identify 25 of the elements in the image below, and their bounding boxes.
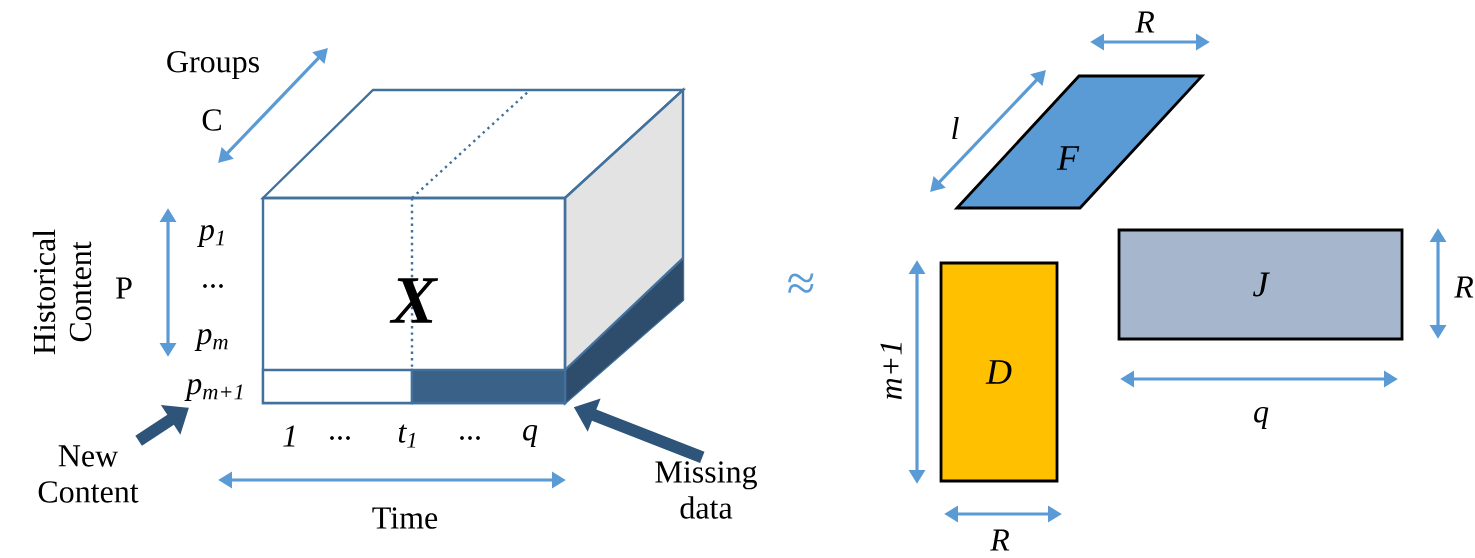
index-label: p$_{m+1}$ bbox=[184, 379, 243, 401]
factor-matrix: J bbox=[1117, 228, 1404, 341]
dimension-label: R bbox=[1135, 11, 1155, 33]
data-row bbox=[261, 368, 414, 405]
index-label: ... bbox=[460, 436, 480, 440]
axis-label: Historical Content bbox=[32, 229, 92, 355]
index-label: t$_{1}$ bbox=[398, 424, 416, 448]
index-label: p$_{m}$ bbox=[194, 329, 228, 351]
side-label: Missing data bbox=[655, 461, 757, 519]
approx-sign: ≈ bbox=[788, 273, 814, 293]
axis-label: Time bbox=[372, 507, 438, 529]
dimension-label: l bbox=[952, 116, 959, 140]
axis-label: Groups bbox=[167, 51, 259, 79]
dimension-label: R bbox=[990, 529, 1010, 551]
index-label: ... bbox=[330, 436, 350, 440]
dimension-label: m+1 bbox=[880, 343, 902, 400]
index-label: ... bbox=[203, 284, 223, 288]
axis-label: P bbox=[116, 277, 132, 299]
index-label: p$_{1}$ bbox=[197, 225, 224, 247]
axis-label: C bbox=[202, 109, 221, 131]
side-label: New Content bbox=[38, 445, 139, 503]
dimension-label: R bbox=[1454, 276, 1474, 298]
dimension-label: q bbox=[1254, 407, 1269, 429]
factor-matrix: D bbox=[939, 261, 1059, 483]
missing-data-bar bbox=[410, 368, 567, 405]
